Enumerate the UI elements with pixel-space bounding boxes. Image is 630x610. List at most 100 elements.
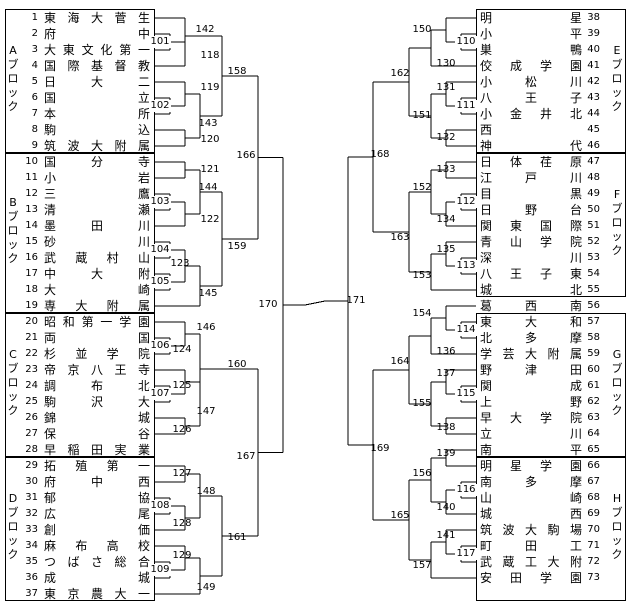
team-name: 関東国際 [480,219,582,233]
match-number: 161 [227,532,247,543]
match-number: 133 [436,164,456,175]
team-seed-number: 25 [25,396,38,407]
block-h-label: Hブロック [611,492,623,561]
team-seed-number: 47 [587,156,600,167]
team-name: 安田学園 [480,571,582,585]
team-name: 拓殖第一 [44,459,150,473]
match-number: 107 [149,388,171,400]
block-b-frame [5,153,155,313]
team-seed-number: 65 [587,444,600,455]
team-seed-number: 63 [587,412,600,423]
team-seed-number: 1 [31,12,38,23]
team-seed-number: 40 [587,44,600,55]
team-row: 68 山崎 [478,491,608,505]
team-seed-number: 70 [587,524,600,535]
match-number: 126 [172,424,192,435]
team-seed-number: 55 [587,284,600,295]
match-number: 140 [436,502,456,513]
block-a-frame [5,9,155,153]
match-number: 113 [455,260,477,272]
team-seed-number: 62 [587,396,600,407]
team-name: 府中西 [44,475,150,489]
team-name: 八王子東 [480,267,582,281]
team-seed-number: 69 [587,508,600,519]
match-number: 138 [436,422,456,433]
team-name: 成城 [44,571,150,585]
team-seed-number: 12 [25,188,38,199]
team-name: 府中 [44,27,150,41]
block-d-frame [5,457,155,601]
team-name: 墨田川 [44,219,150,233]
team-name: 立川 [480,427,582,441]
team-seed-number: 24 [25,380,38,391]
block-e-frame [476,9,626,153]
team-name: 小岩 [44,171,150,185]
team-seed-number: 49 [587,188,600,199]
team-name: 山崎 [480,491,582,505]
team-seed-number: 17 [25,268,38,279]
team-seed-number: 8 [31,124,38,135]
team-seed-number: 56 [587,300,600,311]
team-seed-number: 60 [587,364,600,375]
match-number: 169 [370,443,390,454]
team-name: 駒沢大 [44,395,150,409]
team-seed-number: 13 [25,204,38,215]
team-seed-number: 26 [25,412,38,423]
team-name: 昭和第一学園 [44,315,150,329]
team-name: 保谷 [44,427,150,441]
team-name: 八王子 [480,91,582,105]
match-number: 104 [149,244,171,256]
team-seed-number: 68 [587,492,600,503]
team-name: 明星 [480,11,582,25]
block-f-frame [476,153,626,297]
team-name: 小松川 [480,75,582,89]
team-row: 25 駒沢大 [20,395,152,409]
team-name: 佼成学園 [480,59,582,73]
team-name: 上野 [480,395,582,409]
team-seed-number: 3 [31,44,38,55]
block-c-frame [5,313,155,457]
team-seed-number: 43 [587,92,600,103]
team-seed-number: 35 [25,556,38,567]
block-e-label: Eブロック [611,44,623,113]
team-name: 駒込 [44,123,150,137]
team-name: 帝京八王寺 [44,363,150,377]
team-seed-number: 45 [587,124,600,135]
team-name: 南多摩 [480,475,582,489]
team-seed-number: 41 [587,60,600,71]
team-row: 43 八王子 [478,91,608,105]
match-number: 106 [149,340,171,352]
team-name: 国立 [44,91,150,105]
match-number: 121 [200,164,220,175]
match-number: 148 [196,486,216,497]
team-seed-number: 53 [587,252,600,263]
match-number: 149 [196,582,216,593]
team-name: 関成 [480,379,582,393]
match-number: 141 [436,530,456,541]
team-name: 江戸川 [480,171,582,185]
team-seed-number: 42 [587,76,600,87]
